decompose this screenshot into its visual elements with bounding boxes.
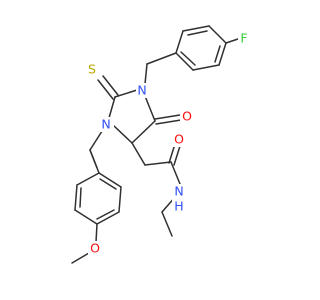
atom-oxygen-methoxy: O	[90, 241, 100, 256]
atom-oxygen-amide: O	[174, 132, 184, 147]
bond-n3-c2	[108, 96, 116, 119]
bond-c-f	[225, 38, 239, 44]
mp-d2	[96, 209, 115, 220]
bond-n1-c4	[144, 95, 156, 122]
atom-nitrogen-amide: N	[174, 184, 183, 199]
atom-sulfur: S	[88, 62, 96, 77]
atom-nitrogen-1: N	[137, 83, 146, 98]
atom-labels: F S N N O O N H O	[85, 31, 251, 256]
bond-c4-o-b	[155, 119, 182, 125]
bond-fr-3	[208, 25, 227, 44]
bond-fr-6	[175, 52, 194, 71]
bond-co-o-a	[168, 143, 176, 164]
bond-o-ch3	[71, 252, 90, 264]
bond-fr-d3	[180, 51, 196, 66]
mp-b6	[76, 172, 100, 186]
bond-ch2-co	[144, 161, 172, 166]
bond-co-n	[170, 161, 181, 185]
bond-ch2-ch3	[161, 211, 173, 237]
bond-c2-n1	[114, 89, 138, 98]
bond-c5-n3	[112, 124, 133, 144]
bond-c5-ch2	[131, 142, 146, 166]
atom-nitrogen-3: N	[101, 117, 110, 132]
bond-fr-2	[182, 25, 210, 32]
chemical-structure-diagram: F S N N O O N H O	[57, 25, 251, 264]
atom-oxygen-ring: O	[182, 109, 192, 124]
bond-c2-s-b	[102, 75, 119, 96]
bond-c2-s-a	[97, 79, 114, 100]
mp-b2	[118, 186, 122, 213]
mp-b3	[96, 211, 120, 225]
mp-d1	[99, 178, 117, 190]
bond-n1-ch2	[144, 63, 148, 85]
bond-fr-1	[175, 30, 184, 54]
mp-b4	[74, 209, 98, 225]
bond-c4-o-a	[154, 114, 181, 120]
bond-c4-c5	[131, 120, 156, 144]
mp-b5	[74, 184, 78, 211]
bond-fr-4	[218, 42, 227, 66]
mp-d3	[79, 187, 82, 208]
bond-fr-d2	[214, 45, 221, 63]
bond-fr-5	[192, 64, 220, 71]
bond-ar-o	[95, 223, 98, 243]
bond-ch2-ar2-fix	[89, 149, 100, 174]
bond-fr-d1	[187, 30, 208, 36]
mp-b1	[98, 172, 122, 188]
atom-fluorine: F	[240, 31, 247, 46]
bond-ch2-ar	[146, 52, 177, 65]
atom-hydrogen-amide: H	[174, 199, 183, 214]
bond-co-o-b	[173, 145, 181, 166]
